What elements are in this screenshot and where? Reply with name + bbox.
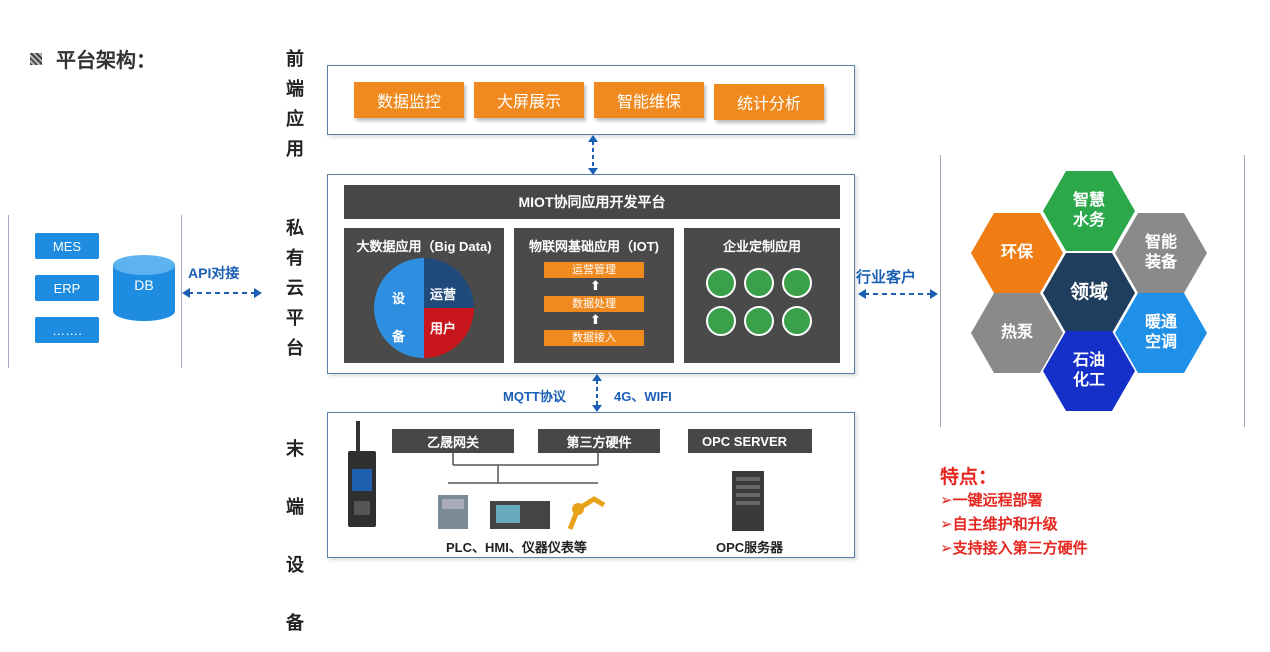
iot-title: 物联网基础应用（IOT): [529, 239, 659, 254]
layer-char: 前: [286, 49, 304, 69]
mes-chip[interactable]: MES: [35, 233, 99, 259]
features-title: 特点：: [940, 467, 998, 488]
layer-label-cloud: 私 有 云 平 台: [283, 213, 307, 363]
opc-server-bar: OPC SERVER: [688, 429, 812, 453]
layer-char: 末: [286, 439, 304, 459]
industry-label: 行业客户: [856, 269, 917, 286]
app-statistics[interactable]: 统计分析: [714, 84, 824, 120]
layer-char: 端: [286, 497, 304, 517]
arrow-up-icon: ⬆: [590, 312, 601, 327]
page-heading: 平台架构：: [30, 44, 156, 73]
iot-box: 物联网基础应用（IOT) 运营管理 ⬆ 数据处理 ⬆ 数据接入: [514, 228, 674, 363]
feature-item: ➢自主维护和升级: [940, 516, 1058, 533]
feature-item: ➢一键远程部署: [940, 492, 1043, 509]
layer-char: 端: [286, 79, 304, 99]
app-big-screen[interactable]: 大屏展示: [474, 82, 584, 118]
tank-icon: [744, 268, 774, 298]
arrow-up-icon: ⬆: [590, 278, 601, 293]
hex-smart-equipment[interactable]: 智能 装备: [1115, 213, 1207, 293]
layer-char: 台: [286, 338, 304, 358]
layer-char: 有: [286, 248, 304, 268]
app-data-monitor[interactable]: 数据监控: [354, 82, 464, 118]
database-icon: [113, 255, 175, 321]
pie-label-device-2: 备: [392, 329, 406, 344]
platform-title: MIOT协同应用开发平台: [344, 185, 840, 219]
industry-panel: 智慧 水务 环保 智能 装备 领域 热泵 暖通 空调 石油 化工: [940, 155, 1245, 427]
features-block: 特点： ➢一键远程部署 ➢自主维护和升级 ➢支持接入第三方硬件: [940, 462, 1088, 561]
opc-label: OPC服务器: [716, 540, 784, 555]
third-party-bar: 第三方硬件: [538, 429, 660, 453]
hex-petrochemical[interactable]: 石油 化工: [1043, 331, 1135, 411]
left-systems-panel: MES ERP ……. DB: [8, 215, 182, 368]
cloud-device-connector: [592, 374, 602, 412]
heading-text: 平台架构：: [56, 50, 156, 72]
api-label: API对接: [188, 265, 240, 281]
bigdata-pie: [374, 258, 474, 358]
heading-bullet-icon: [30, 52, 42, 65]
bigdata-title: 大数据应用（Big Data): [356, 239, 492, 254]
hex-hvac[interactable]: 暖通 空调: [1115, 293, 1207, 373]
gateway-device-icon: [348, 421, 376, 527]
erp-chip[interactable]: ERP: [35, 275, 99, 301]
iot-step-operation: 运营管理: [544, 262, 644, 278]
industry-connector: [858, 289, 938, 299]
oil-pump-icon: [706, 268, 736, 298]
pie-label-device-1: 设: [392, 291, 406, 306]
opc-server-icon: [732, 471, 764, 531]
custom-app-box: 企业定制应用: [684, 228, 840, 363]
cloud-platform-panel: MIOT协同应用开发平台 大数据应用（Big Data) 设 备 运营 用户 物…: [327, 174, 855, 374]
hex-smart-water[interactable]: 智慧 水务: [1043, 171, 1135, 251]
layer-label-front: 前 端 应 用: [283, 44, 307, 164]
storage-tank-icon: [706, 306, 736, 336]
other-systems-chip[interactable]: …….: [35, 317, 99, 343]
front-cloud-connector: [588, 135, 598, 175]
layer-char: 应: [286, 109, 304, 129]
layer-label-device: 末 端 设 备: [283, 420, 307, 652]
device-panel: 乙晟网关 第三方硬件 OPC SERVER PLC、HMI、仪器仪表等 OPC服…: [327, 412, 855, 558]
layer-char: 用: [286, 139, 304, 159]
gateway-bar: 乙晟网关: [392, 429, 514, 453]
iot-step-ingestion: 数据接入: [544, 330, 644, 346]
network-label: 4G、WIFI: [614, 389, 672, 404]
feature-item: ➢支持接入第三方硬件: [940, 540, 1088, 557]
db-label: DB: [134, 277, 154, 293]
iot-step-processing: 数据处理: [544, 296, 644, 312]
mqtt-label: MQTT协议: [503, 389, 566, 404]
front-app-panel: 数据监控 大屏展示 智能维保 统计分析: [327, 65, 855, 135]
hardware-tree-lines: [448, 453, 599, 484]
truck-icon: [744, 306, 774, 336]
hex-domain-center: 领域: [1043, 253, 1135, 333]
hex-environment[interactable]: 环保: [971, 213, 1063, 293]
plc-label: PLC、HMI、仪器仪表等: [446, 540, 587, 555]
hardware-icons: [438, 495, 606, 530]
layer-char: 私: [286, 218, 304, 238]
layer-char: 设: [286, 555, 304, 575]
factory-icon: [782, 306, 812, 336]
layer-char: 平: [286, 308, 304, 328]
layer-char: 云: [286, 278, 304, 298]
custom-title: 企业定制应用: [722, 239, 801, 254]
pie-label-operation: 运营: [430, 287, 457, 302]
layer-char: 备: [286, 613, 304, 633]
drill-rig-icon: [782, 268, 812, 298]
pie-label-user: 用户: [430, 321, 457, 336]
bigdata-box: 大数据应用（Big Data) 设 备 运营 用户: [344, 228, 504, 363]
app-smart-maintenance[interactable]: 智能维保: [594, 82, 704, 118]
api-connector: [182, 288, 262, 298]
